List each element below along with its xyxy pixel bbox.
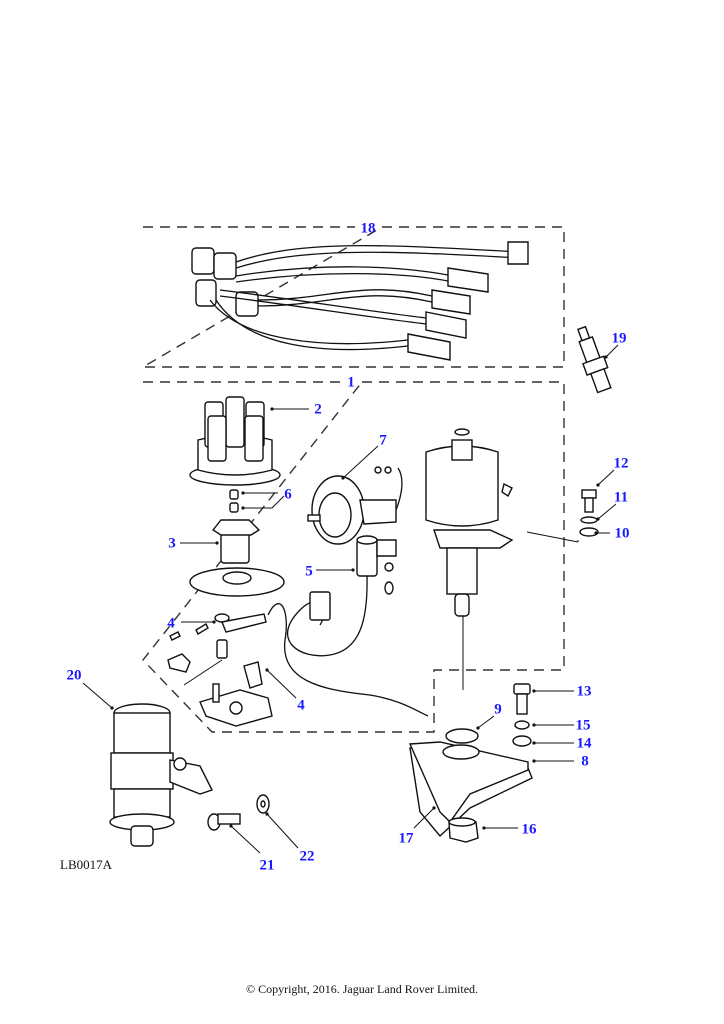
leader-lines: [82, 344, 619, 854]
callout-3[interactable]: 3: [168, 535, 176, 552]
spark-plug[interactable]: [571, 324, 614, 394]
diagram-reference-code: LB0017A: [60, 857, 112, 872]
bolt-13[interactable]: [513, 683, 531, 715]
ht-lead-set[interactable]: [191, 241, 529, 361]
callout-15[interactable]: 15: [575, 717, 591, 734]
dust-shield[interactable]: [189, 567, 285, 597]
callout-19[interactable]: 19: [611, 330, 627, 347]
callout-11[interactable]: 11: [613, 489, 629, 506]
callout-8[interactable]: 8: [581, 753, 589, 770]
distributor-cap[interactable]: [189, 396, 281, 486]
spring-washer-11[interactable]: [580, 516, 598, 524]
distributor-body[interactable]: [425, 428, 514, 690]
callout-14[interactable]: 14: [576, 735, 592, 752]
callout-18[interactable]: 18: [360, 220, 376, 237]
callout-17[interactable]: 17: [398, 830, 414, 847]
ht-lead-group-box: [140, 226, 565, 368]
callout-1[interactable]: 1: [347, 374, 355, 391]
rotor-arm[interactable]: [211, 519, 261, 564]
callout-10[interactable]: 10: [614, 525, 630, 542]
condenser[interactable]: [286, 535, 397, 657]
spring-washer-15[interactable]: [514, 720, 530, 730]
callout-13[interactable]: 13: [576, 683, 592, 700]
callout-21[interactable]: 21: [259, 857, 275, 874]
bolt-12[interactable]: [581, 489, 597, 513]
callout-6[interactable]: 6: [284, 486, 292, 503]
plain-washer-14[interactable]: [512, 735, 532, 747]
callout-22[interactable]: 22: [299, 848, 315, 865]
contact-set[interactable]: [167, 613, 267, 673]
callout-9[interactable]: 9: [494, 701, 502, 718]
screw-21[interactable]: [207, 813, 241, 831]
seal[interactable]: [445, 728, 479, 744]
vacuum-unit[interactable]: [307, 466, 403, 545]
drive-dog[interactable]: [448, 817, 479, 843]
callout-4-base-plate[interactable]: 4: [297, 697, 305, 714]
clamp-plate[interactable]: [408, 741, 529, 824]
callout-4-contact-set[interactable]: 4: [167, 615, 175, 632]
callout-7[interactable]: 7: [379, 432, 387, 449]
callout-5[interactable]: 5: [305, 563, 313, 580]
base-plate[interactable]: [199, 661, 273, 727]
callout-2[interactable]: 2: [314, 401, 322, 418]
washer-22[interactable]: [256, 794, 270, 814]
copyright-notice: © Copyright, 2016. Jaguar Land Rover Lim…: [245, 982, 479, 996]
callout-16[interactable]: 16: [521, 821, 537, 838]
callout-12[interactable]: 12: [613, 455, 629, 472]
plain-washer-10[interactable]: [579, 527, 599, 537]
callout-20[interactable]: 20: [66, 667, 82, 684]
lt-lead[interactable]: [267, 603, 429, 717]
distributor-group-box: [142, 381, 565, 733]
carbon-brushes[interactable]: [229, 489, 239, 513]
ignition-coil[interactable]: [109, 703, 213, 847]
